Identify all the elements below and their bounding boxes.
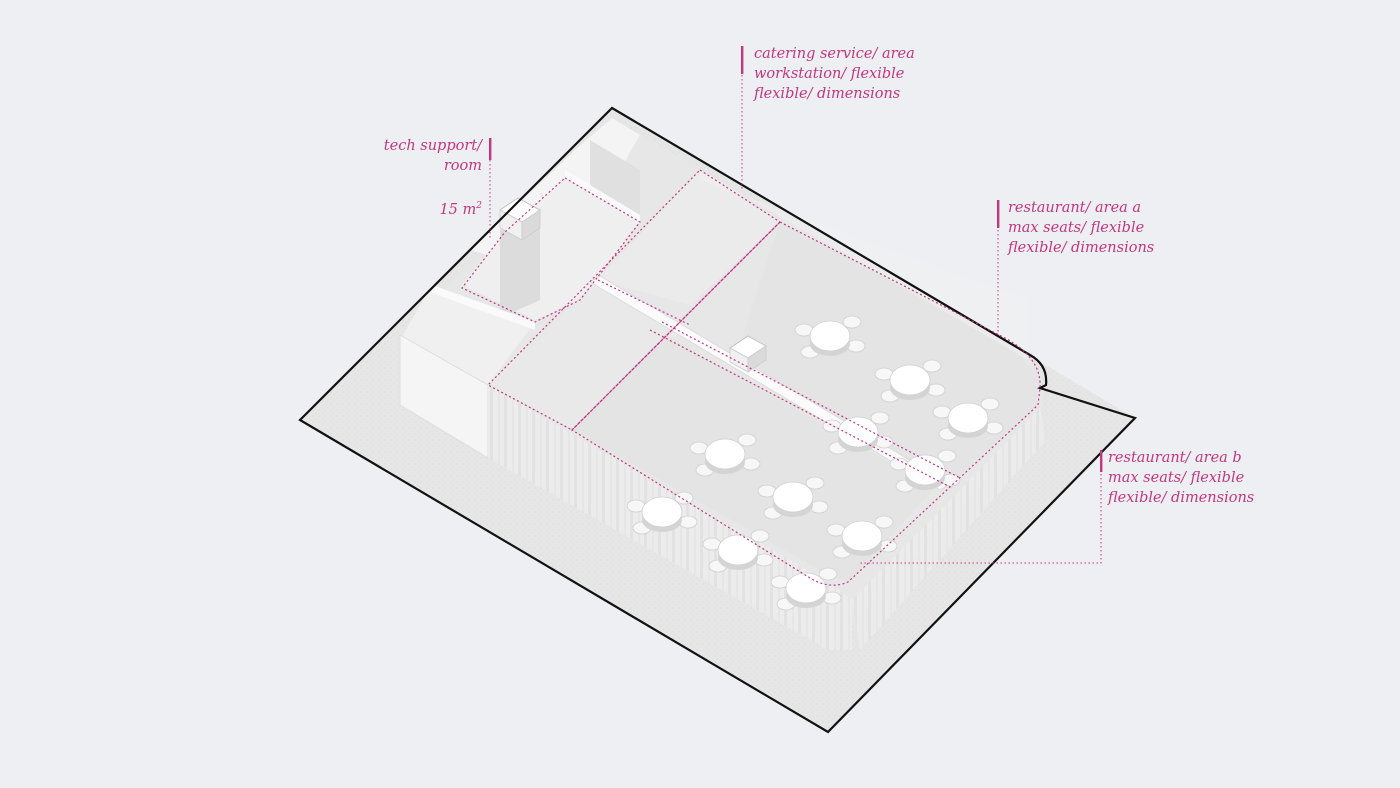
label-tech-support: tech support/ room 15 m2 xyxy=(362,136,482,220)
chair xyxy=(750,529,770,543)
round-table xyxy=(841,520,883,552)
label-restaurant-b: restaurant/ area b max seats/ flexible f… xyxy=(1108,448,1254,508)
round-table xyxy=(717,534,759,566)
zone-outlines xyxy=(461,169,1041,586)
label-tech-area: 15 m2 xyxy=(362,196,482,220)
chair xyxy=(737,433,757,447)
chair xyxy=(674,491,694,505)
chair xyxy=(937,449,957,463)
label-bar-restaurant-a xyxy=(997,200,1000,228)
site-boundary xyxy=(298,106,1138,734)
label-restaurant-b-line-1: restaurant/ area b xyxy=(1108,450,1242,466)
chair xyxy=(980,397,1000,411)
label-bar-restaurant-b xyxy=(1100,450,1103,472)
chair xyxy=(922,359,942,373)
label-catering-line-3: flexible/ dimensions xyxy=(754,86,901,102)
chair xyxy=(805,476,825,490)
zone-catering xyxy=(487,169,781,431)
label-tech-area-value: 15 m xyxy=(439,201,477,218)
label-tech-area-sup: 2 xyxy=(476,201,482,211)
partition-wall-c xyxy=(432,285,535,330)
round-table xyxy=(837,416,879,448)
round-table xyxy=(809,320,851,352)
round-table xyxy=(704,438,746,470)
lower-room-floor xyxy=(488,280,690,430)
label-restaurant-a: restaurant/ area a max seats/ flexible f… xyxy=(1008,198,1154,258)
round-table xyxy=(641,496,683,528)
leader-restaurant-b xyxy=(860,470,1102,564)
catering-floor xyxy=(598,170,780,305)
label-tech-line-1: tech support/ xyxy=(383,138,482,154)
label-bar-tech xyxy=(489,138,492,160)
label-restaurant-a-line-2: max seats/ flexible xyxy=(1008,220,1145,236)
chair xyxy=(818,567,838,581)
partition-wall-d xyxy=(590,140,640,215)
label-catering: catering service/ area workstation/ flex… xyxy=(754,44,915,104)
back-curtain-wall xyxy=(700,170,1028,360)
label-restaurant-b-line-3: flexible/ dimensions xyxy=(1108,490,1255,506)
round-table xyxy=(772,481,814,513)
partition-wall-b xyxy=(500,212,540,318)
label-catering-line-1: catering service/ area xyxy=(754,46,915,62)
label-restaurant-a-line-1: restaurant/ area a xyxy=(1008,200,1142,216)
leader-lines xyxy=(489,75,1102,564)
partition-wall-a xyxy=(565,170,640,222)
right-curtain-wall xyxy=(852,408,1046,650)
zone-tech-support xyxy=(461,177,641,323)
furniture-group xyxy=(626,315,1004,611)
label-restaurant-b-line-2: max seats/ flexible xyxy=(1108,470,1245,486)
column-center xyxy=(729,335,767,373)
round-table xyxy=(785,572,827,604)
chair xyxy=(874,515,894,529)
label-tech-line-2: room xyxy=(443,158,482,174)
label-bars xyxy=(489,46,1103,472)
zone-restaurant xyxy=(571,221,1041,586)
chair xyxy=(842,315,862,329)
round-table xyxy=(889,364,931,396)
chair xyxy=(870,411,890,425)
label-catering-line-2: workstation/ flexible xyxy=(754,66,905,82)
label-bar-catering xyxy=(741,46,744,74)
column-tech xyxy=(499,197,541,241)
label-restaurant-a-line-3: flexible/ dimensions xyxy=(1008,240,1155,256)
round-table xyxy=(947,402,989,434)
round-table xyxy=(904,454,946,486)
